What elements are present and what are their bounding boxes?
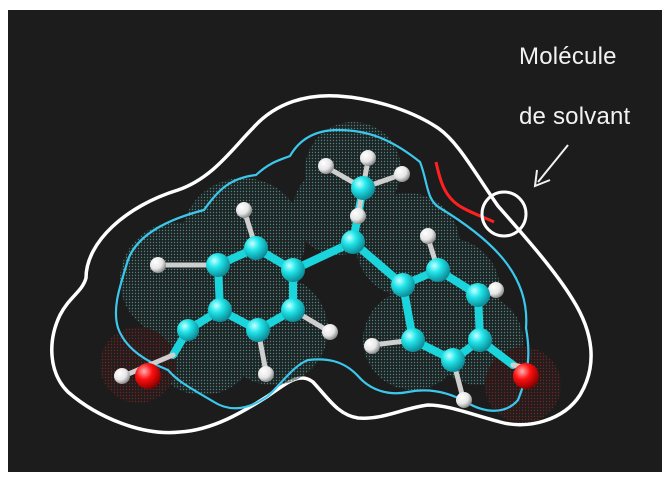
solvent-label-line1: Molécule — [519, 43, 617, 70]
molecule-surface-svg — [50, 93, 593, 435]
solvent-contact-arc — [434, 161, 495, 224]
annotation-arrow — [533, 144, 569, 188]
hydrogen-atoms — [114, 150, 504, 408]
solvent-accessible-contour — [50, 93, 593, 435]
solvent-probe-circle — [480, 190, 528, 238]
oxygen-atoms — [135, 363, 539, 389]
molecule-diagram: Molécule de solvant — [8, 10, 662, 472]
solvent-label-line2: de solvant — [519, 103, 631, 130]
carbon-atoms — [177, 176, 492, 372]
